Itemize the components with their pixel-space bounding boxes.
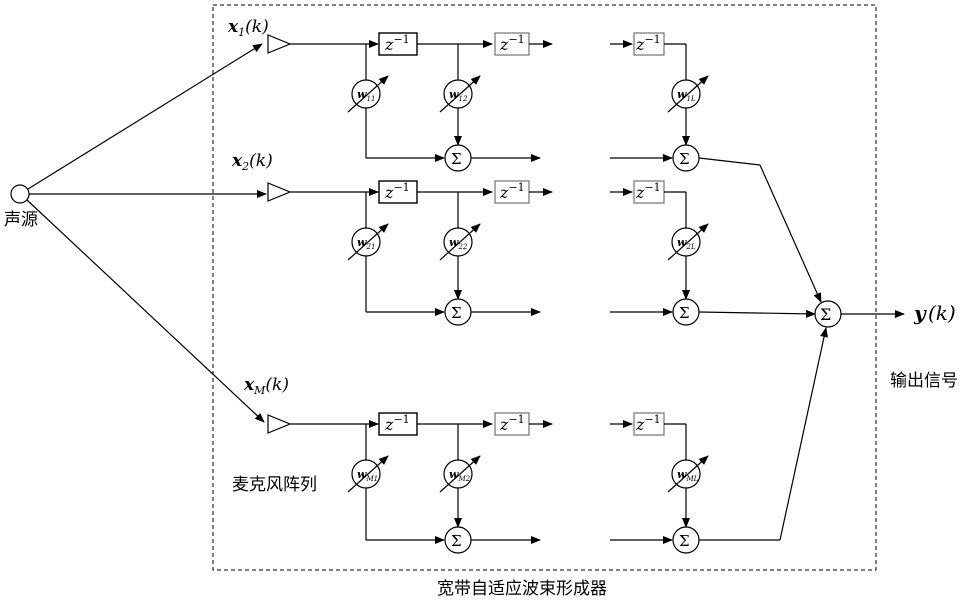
sound-source-label: 声源 [4,210,38,230]
sum-symbol: Σ [679,304,690,322]
output-var: y [913,301,927,325]
sum-symbol: Σ [451,304,462,322]
sum-symbol: Σ [679,150,690,168]
input-label: x1(k) [227,17,269,39]
channel-1: x1(k)z−1z−1z−1w11w12w1LΣΣ [227,17,708,171]
mic-amplifier [268,415,290,433]
combine-wire [699,158,760,165]
mic-amplifier [268,35,290,53]
sum-symbol: Σ [451,532,462,550]
combine-wire [780,328,826,540]
combine-wire [760,165,821,302]
combine-wire [699,312,815,314]
final-combiner-wires [699,158,826,540]
mic-array-label: 麦克风阵列 [232,475,317,495]
sum-symbol: Σ [679,532,690,550]
input-label: x2(k) [231,151,273,173]
input-label: xM(k) [243,375,289,397]
mic-amplifier [268,183,290,201]
output-sum-symbol: Σ [820,305,831,324]
channel-groups: x1(k)z−1z−1z−1w11w12w1LΣΣx2(k)z−1z−1z−1w… [227,17,826,553]
channel-2: x2(k)z−1z−1z−1w21w22w2LΣΣ [231,151,708,325]
sound-source-node [11,185,29,203]
ray-to-mic-M [27,200,264,422]
sum-symbol: Σ [451,150,462,168]
channel-3: xM(k)z−1z−1z−1wM1wM2wMLΣΣ [243,375,708,553]
output-signal-label: 输出信号 [890,371,958,391]
output-arg: (k) [928,301,956,325]
ray-to-mic-1 [28,44,262,189]
beamformer-label: 宽带自适应波束形成器 [437,579,607,599]
